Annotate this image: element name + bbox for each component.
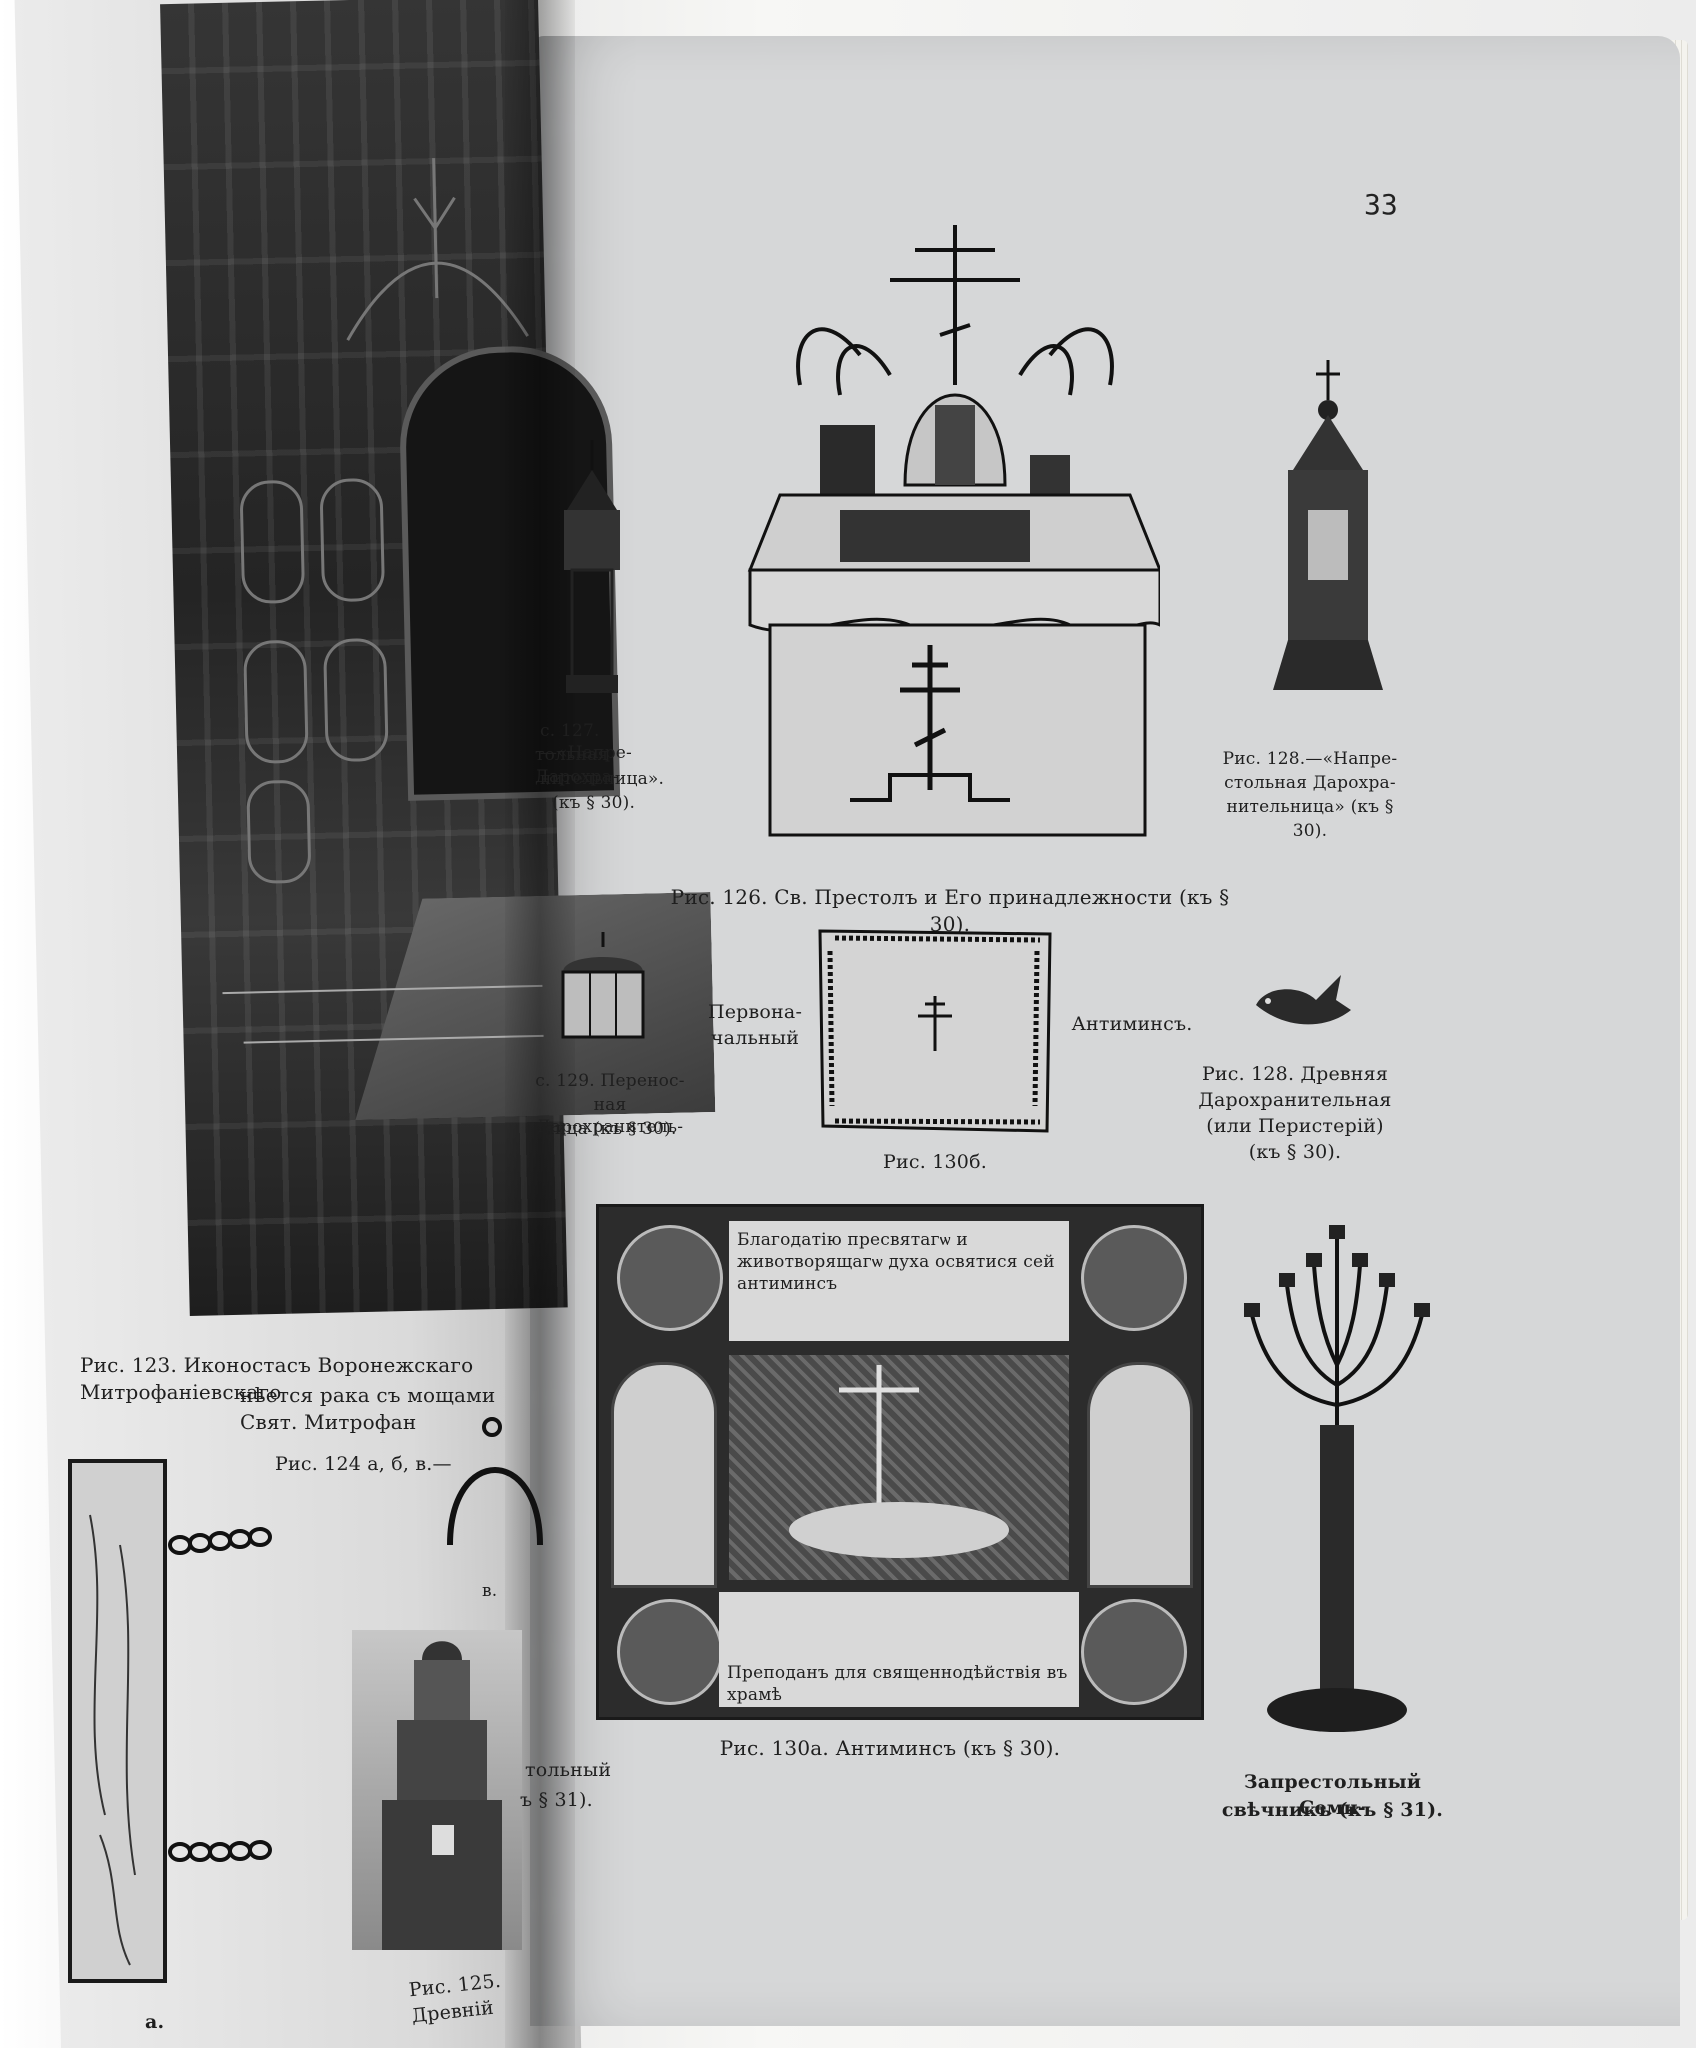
caption-fig130b-right: Антиминсъ. bbox=[1071, 1013, 1193, 1035]
caption-fig128b-l3: (или Перистерій) bbox=[1206, 1115, 1384, 1137]
caption-fig130b-left-l1: Первона- bbox=[707, 1001, 803, 1023]
antimins-cross bbox=[789, 1365, 1009, 1558]
caption-fig130b: Рис. 130б. bbox=[883, 1151, 987, 1173]
caption-left-partial-1: тольный bbox=[525, 1759, 612, 1781]
caption-fig127-l1: с. 127.—«Напре- bbox=[540, 721, 632, 764]
caption-fig124-a: а. bbox=[145, 2011, 165, 2033]
antimins-arch-left bbox=[611, 1362, 717, 1588]
antimins-entombment-scene bbox=[729, 1355, 1069, 1580]
caption-fig128b-l4: (къ § 30). bbox=[1248, 1141, 1342, 1163]
fig130a-antimins: Благодатію пресвятагѡ и животворящагѡ ду… bbox=[596, 1204, 1204, 1720]
antimins-top-inscription: Благодатію пресвятагѡ и животворящагѡ ду… bbox=[729, 1221, 1069, 1341]
fig128-tall-tabernacle bbox=[1273, 360, 1383, 690]
fig130b-original-antimins bbox=[818, 929, 1052, 1133]
antimins-medallion-top-left bbox=[617, 1225, 723, 1331]
fig124a-board bbox=[68, 1459, 272, 1983]
caption-fig129-l2: ная Дарохранитель- bbox=[536, 1095, 684, 1138]
fig125-tower bbox=[382, 1641, 502, 1950]
antimins-arch-right bbox=[1087, 1362, 1193, 1588]
fig127-tabernacle bbox=[564, 440, 620, 693]
caption-fig124: Рис. 124 а, б, в.— bbox=[275, 1453, 452, 1475]
caption-fig128a-l3: нительница» (къ § bbox=[1226, 797, 1394, 817]
antimins-bottom-inscription: Преподанъ для священнодѣйствія въ храмѣ bbox=[719, 1592, 1079, 1707]
caption-fig128a-l1: Рис. 128.—«Напре- bbox=[1222, 749, 1398, 769]
caption-fig123-line2: нѣется рака съ мощами Свят. Митрофан bbox=[240, 1383, 496, 1434]
antimins-medallion-bottom-right bbox=[1081, 1599, 1187, 1705]
fig129-portable-tabernacle bbox=[561, 932, 645, 1039]
antimins-medallion-bottom-left bbox=[617, 1599, 723, 1705]
caption-fig130b-left-l2: чальный bbox=[710, 1027, 800, 1049]
antimins-medallion-top-right bbox=[1081, 1225, 1187, 1331]
fig126-holy-table bbox=[747, 225, 1160, 837]
page-number: 33 bbox=[1364, 188, 1398, 221]
iconostasis-detail bbox=[222, 158, 544, 1044]
caption-fig128a-l4: 30). bbox=[1292, 821, 1328, 841]
antimins-bottom-text: Преподанъ для священнодѣйствія въ храмѣ bbox=[727, 1663, 1068, 1706]
caption-fig129-l1: с. 129. Перенос- bbox=[535, 1071, 685, 1091]
fig125-photo bbox=[352, 1630, 522, 1950]
caption-fig131-l1: Запрестольный Семи- bbox=[1243, 1771, 1422, 1819]
caption-fig128b-l2: Дарохранительная bbox=[1198, 1089, 1392, 1111]
caption-fig130a: Рис. 130а. Антиминсъ (къ § 30). bbox=[719, 1736, 1061, 1760]
antimins-top-text: Благодатію пресвятагѡ и животворящагѡ ду… bbox=[737, 1230, 1055, 1295]
caption-fig128b-l1: Рис. 128. Древняя bbox=[1201, 1063, 1389, 1085]
caption-fig127-l4: (къ § 30). bbox=[552, 793, 636, 813]
caption-fig131-l2: свѣчникъ (къ § 31). bbox=[1221, 1799, 1444, 1821]
caption-fig126: Рис. 126. Св. Престолъ и Его принадлежно… bbox=[670, 885, 1230, 936]
fig128-dove bbox=[1256, 975, 1351, 1025]
fig124v-arch bbox=[447, 1417, 543, 1545]
caption-fig127-l3: нительница». bbox=[540, 769, 665, 789]
caption-left-partial-2: ъ § 31). bbox=[520, 1789, 593, 1811]
caption-fig124-v: в. bbox=[482, 1581, 498, 1601]
caption-fig129-l3: ница (къ § 30). bbox=[543, 1119, 677, 1139]
caption-fig123-line1: Рис. 123. Иконостасъ Воронежскаго Митроф… bbox=[80, 1353, 474, 1404]
caption-fig127-l2: тольная Дарохра- bbox=[535, 745, 619, 788]
fig131-candlestick bbox=[1244, 1225, 1430, 1732]
caption-fig128a-l2: стольная Дарохра- bbox=[1224, 773, 1396, 793]
iconostasis-photo bbox=[160, 0, 568, 1316]
